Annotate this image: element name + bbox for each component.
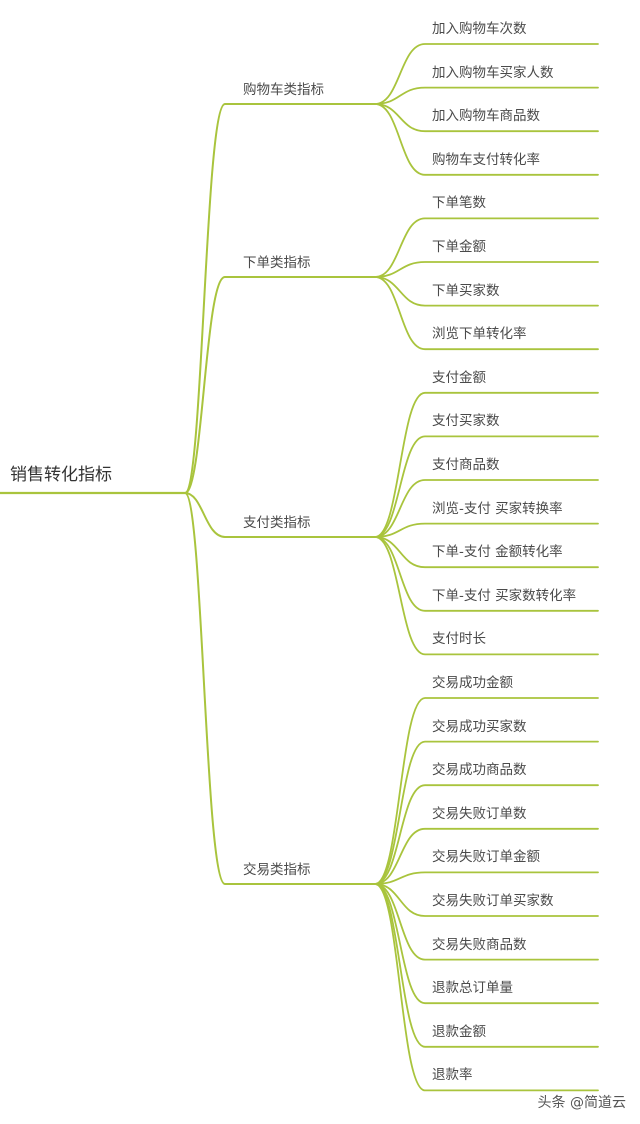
leaf-node: 下单-支付 买家数转化率 — [432, 587, 577, 604]
root-node: 销售转化指标 — [10, 465, 112, 485]
connector-line — [374, 276, 599, 307]
connector-line — [374, 103, 599, 176]
connector-line — [374, 697, 599, 885]
connector-line — [184, 103, 376, 494]
leaf-node: 交易成功买家数 — [432, 718, 527, 735]
connector-line — [374, 536, 599, 656]
connector-line — [374, 883, 599, 1048]
connector-line — [374, 883, 599, 1005]
connector-line — [374, 871, 599, 885]
connector-line — [374, 276, 599, 351]
leaf-node: 支付商品数 — [432, 457, 500, 473]
connector-line — [374, 435, 599, 538]
connector-line — [374, 883, 599, 1092]
leaf-node: 下单买家数 — [432, 282, 500, 299]
leaf-node: 交易成功金额 — [432, 675, 513, 691]
connector-line — [374, 522, 599, 538]
leaf-node: 浏览下单转化率 — [432, 326, 527, 343]
leaf-node: 下单金额 — [432, 239, 486, 255]
watermark: 头条 @简道云 — [537, 1095, 626, 1111]
connector-line — [184, 276, 376, 494]
connector-line — [374, 217, 599, 278]
leaf-node: 加入购物车次数 — [432, 21, 527, 37]
leaf-node: 支付买家数 — [432, 413, 500, 430]
connector-line — [184, 492, 376, 538]
connector-line — [374, 883, 599, 917]
category-node: 交易类指标 — [243, 862, 311, 878]
category-node: 下单类指标 — [243, 255, 311, 271]
connector-line — [374, 391, 599, 538]
connector-line — [374, 827, 599, 885]
connector-line — [184, 492, 376, 885]
connector-line — [374, 536, 599, 612]
leaf-node: 交易成功商品数 — [432, 762, 527, 779]
leaf-node: 加入购物车商品数 — [432, 108, 540, 125]
connector-line — [374, 86, 599, 105]
category-node: 支付类指标 — [243, 515, 311, 531]
connector-line — [374, 479, 599, 538]
leaf-node: 交易失败商品数 — [432, 936, 527, 953]
leaf-node: 退款总订单量 — [432, 980, 513, 997]
leaf-node: 交易失败订单数 — [432, 805, 527, 822]
connector-line — [374, 883, 599, 961]
leaf-node: 支付时长 — [432, 631, 486, 648]
leaf-node: 浏览-支付 买家转换率 — [432, 500, 563, 517]
leaf-node: 交易失败订单买家数 — [432, 893, 554, 909]
leaf-node: 退款金额 — [432, 1023, 486, 1040]
leaf-node: 下单笔数 — [432, 195, 486, 212]
connector-line — [374, 536, 599, 569]
leaf-node: 购物车支付转化率 — [432, 151, 540, 168]
connector-line — [374, 784, 599, 885]
leaf-node: 退款率 — [432, 1067, 473, 1084]
connector-line — [374, 43, 599, 105]
category-node: 购物车类指标 — [243, 82, 324, 98]
leaf-node: 加入购物车买家人数 — [432, 64, 554, 81]
leaf-node: 下单-支付 金额转化率 — [432, 544, 563, 561]
connector-line — [374, 740, 599, 885]
connector-line — [374, 261, 599, 278]
leaf-node: 支付金额 — [432, 369, 486, 386]
leaf-node: 交易失败订单金额 — [432, 849, 540, 866]
connector-line — [374, 103, 599, 133]
